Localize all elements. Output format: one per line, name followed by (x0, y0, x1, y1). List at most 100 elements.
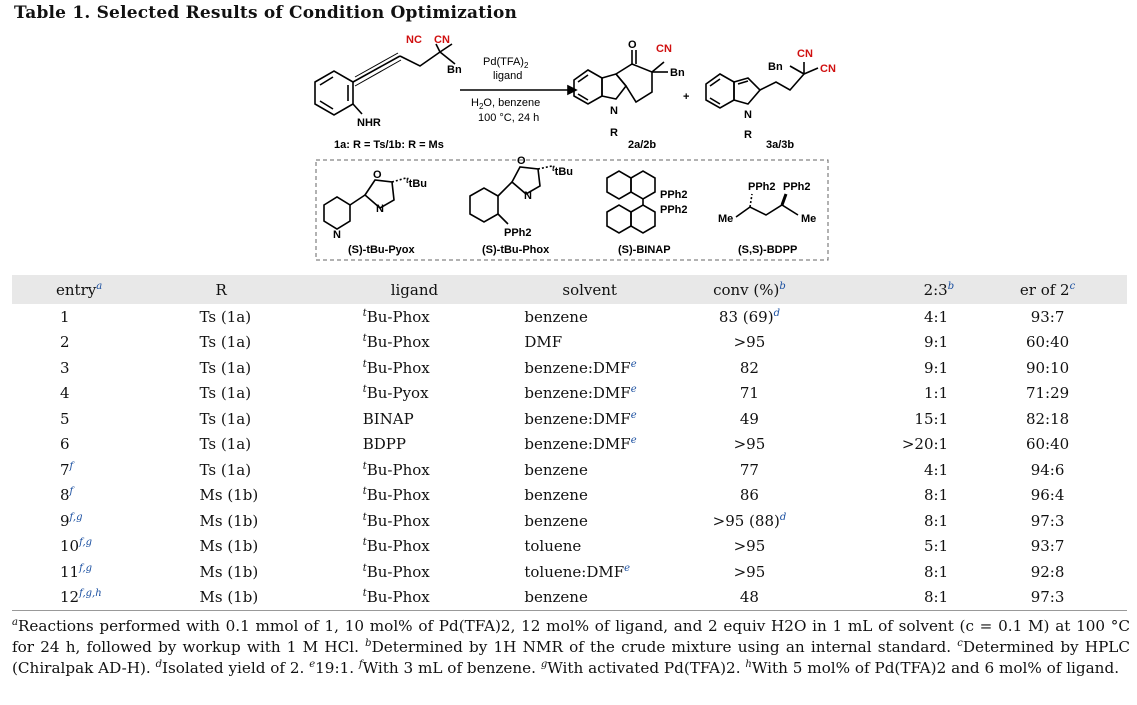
cell-er: 93:7 (1030, 307, 1065, 326)
plus-sign: + (683, 91, 689, 103)
substrate-label: 1a: R = Ts/1b: R = Ms (334, 139, 444, 151)
cell-ligand: tBu-Phox (362, 307, 430, 326)
footnote-e: 19:1. (315, 659, 355, 677)
cell-ratio: 5:1 (923, 537, 949, 556)
bdpp-label: (S,S)-BDPP (738, 244, 797, 256)
p2-cn: CN (656, 43, 672, 55)
cell-solvent: benzene (470, 584, 661, 611)
cell-ratio: 4:1 (923, 307, 949, 326)
cell-er: 71:29 (1025, 384, 1070, 403)
cell-ligand: tBu-Phox (310, 584, 471, 611)
cell-ratio: >20:1 (901, 435, 949, 454)
cell-ratio: 9:1 (923, 333, 949, 352)
product-3-label: 3a/3b (766, 139, 794, 151)
p3-r: R (744, 129, 752, 141)
cell-ratio: 8:1 (923, 486, 949, 505)
header-ratio: 2:3b (923, 280, 955, 299)
cell-r: Ms (1b) (199, 562, 259, 581)
p3-n: N (744, 109, 752, 121)
ketone-o: O (628, 39, 637, 51)
p2-n: N (610, 105, 618, 117)
cell-r: Ts (1a) (199, 307, 252, 326)
cell-ratio: 8:1 (838, 584, 969, 611)
cell-r: Ts (1a) (199, 460, 252, 479)
cell-conv: 71 (739, 384, 759, 403)
p2-r: R (610, 127, 618, 139)
cn-label: CN (434, 34, 450, 46)
cell-ligand: BDPP (362, 435, 406, 454)
bdpp-pph2-b: PPh2 (783, 181, 811, 193)
header-conv: conv (%)b (713, 280, 786, 299)
footnotes: aReactions performed with 0.1 mmol of 1,… (12, 616, 1130, 677)
cell-ratio: 1:1 (923, 384, 949, 403)
cell-solvent: benzene (524, 486, 588, 505)
cell-er: 90:10 (1025, 358, 1070, 377)
cell-conv: 83 (69)d (718, 307, 780, 326)
cell-ligand: tBu-Phox (362, 537, 430, 556)
header-ligand: ligand (390, 280, 439, 299)
cell-r: Ms (1b) (199, 537, 259, 556)
cell-conv: 49 (739, 409, 759, 428)
binap-label: (S)-BINAP (618, 244, 671, 256)
cell-er: 97:3 (1030, 511, 1065, 530)
cell-entry: 8f (60, 486, 74, 505)
cell-ligand: BINAP (362, 409, 414, 428)
table-title: Table 1. Selected Results of Condition O… (14, 3, 518, 23)
cell-er: 97:3 (968, 584, 1127, 611)
cell-entry: 5 (60, 409, 70, 428)
cell-conv: >95 (733, 333, 766, 352)
cell-ratio: 8:1 (923, 562, 949, 581)
results-table-wrap: entrya R ligand solvent conv (%)b 2:3b e… (12, 275, 1127, 611)
cell-solvent: benzene:DMFe (524, 409, 637, 428)
cell-conv: 82 (739, 358, 759, 377)
cell-conv: 48 (660, 584, 839, 611)
cell-solvent: benzene (524, 460, 588, 479)
header-r: R (215, 280, 227, 299)
cell-solvent: benzene:DMFe (524, 384, 637, 403)
phox-pph2: PPh2 (504, 227, 532, 239)
cell-entry: 6 (60, 435, 70, 454)
table-row: 6 Ts (1a) BDPP benzene:DMFe >95 >20:1 60:40 (12, 432, 1127, 458)
cell-solvent: toluene:DMFe (524, 562, 631, 581)
cell-entry: 3 (60, 358, 70, 377)
cell-entry: 11f,g (60, 562, 93, 581)
cell-entry: 2 (60, 333, 70, 352)
cell-er: 60:40 (1025, 435, 1070, 454)
bdpp-pph2-a: PPh2 (748, 181, 776, 193)
pyox-tbu: ttBu (406, 176, 427, 190)
cell-r: Ts (1a) (199, 435, 252, 454)
cell-er: 93:7 (1030, 537, 1065, 556)
bn-label: Bn (447, 64, 462, 76)
cell-r: Ts (1a) (199, 333, 252, 352)
cell-ligand: tBu-Phox (362, 358, 430, 377)
p2-bn: Bn (670, 67, 685, 79)
cell-solvent: benzene:DMFe (524, 435, 637, 454)
product-2-label: 2a/2b (628, 139, 656, 151)
cell-er: 60:40 (1025, 333, 1070, 352)
cell-er: 96:4 (1030, 486, 1065, 505)
cell-ratio: 9:1 (923, 358, 949, 377)
footnote-h: With 5 mol% of Pd(TFA)2 and 6 mol% of li… (751, 659, 1120, 677)
cell-er: 94:6 (1030, 460, 1065, 479)
phox-label: (S)-tBu-Phox (482, 244, 550, 256)
pyox-o: O (373, 169, 382, 181)
cell-ligand: tBu-Phox (362, 511, 430, 530)
nc-label: NC (406, 34, 422, 46)
p3-cn-top: CN (797, 48, 813, 60)
cell-conv: >95 (733, 537, 766, 556)
cell-solvent: benzene (524, 511, 588, 530)
results-table: entrya R ligand solvent conv (%)b 2:3b e… (12, 275, 1127, 611)
footnote-g: With activated Pd(TFA)2. (547, 659, 741, 677)
cell-r: Ms (1b) (199, 486, 259, 505)
cell-ligand: tBu-Phox (362, 460, 430, 479)
phox-tbu: ttBu (552, 164, 573, 178)
cell-ligand: tBu-Phox (362, 333, 430, 352)
cell-conv: >95 (733, 435, 766, 454)
